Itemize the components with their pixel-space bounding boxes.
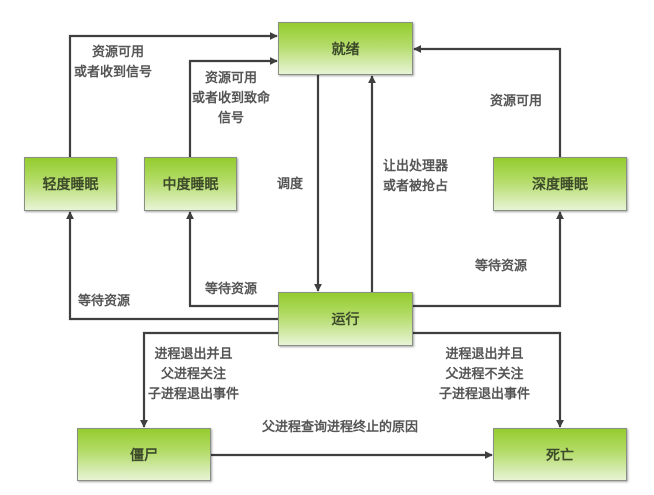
edge-medium-to-ready xyxy=(188,57,278,157)
node-ready: 就绪 xyxy=(278,22,413,75)
node-zombie: 僵尸 xyxy=(77,428,211,481)
label-line: 调度 xyxy=(277,177,304,192)
node-dead: 死亡 xyxy=(493,428,627,481)
node-deep-sleep: 深度睡眠 xyxy=(493,157,627,211)
node-running: 运行 xyxy=(278,292,413,346)
label-line: 资源可用 xyxy=(92,45,145,60)
node-zombie-label: 僵尸 xyxy=(130,447,158,464)
node-ready-label: 就绪 xyxy=(331,41,360,58)
edge-running-to-light xyxy=(66,211,278,321)
edge-label-running-to-dead: 进程退出并且 父进程不关注 子进程退出事件 xyxy=(439,345,530,405)
node-medium-sleep-label: 中度睡眠 xyxy=(162,177,219,193)
edge-label-running-to-medium: 等待资源 xyxy=(205,280,257,300)
label-line: 子进程退出事件 xyxy=(439,387,531,402)
label-line: 进程退出并且 xyxy=(154,347,233,362)
edge-running-to-medium xyxy=(186,211,278,308)
edge-label-zombie-to-dead: 父进程查询进程终止的原因 xyxy=(262,418,418,438)
edge-light-to-ready xyxy=(68,32,278,157)
label-line: 或者被抢占 xyxy=(383,179,449,194)
node-medium-sleep: 中度睡眠 xyxy=(144,157,237,211)
edge-label-running-to-light: 等待资源 xyxy=(78,292,130,312)
node-running-label: 运行 xyxy=(331,312,360,328)
label-line: 父进程查询进程终止的原因 xyxy=(262,420,419,435)
label-line: 等待资源 xyxy=(475,259,528,274)
edge-running-to-dead xyxy=(413,331,564,428)
label-line: 让出处理器 xyxy=(383,159,449,174)
label-line: 等待资源 xyxy=(78,294,131,309)
edge-running-to-deep xyxy=(413,211,564,308)
label-line: 信号 xyxy=(218,111,245,126)
edge-label-medium-to-ready: 资源可用 或者收到致命 信号 xyxy=(192,69,270,129)
edge-label-running-to-deep: 等待资源 xyxy=(475,257,527,277)
edge-label-running-to-zombie: 进程退出并且 父进程关注 子进程退出事件 xyxy=(148,345,239,405)
label-line: 或者收到信号 xyxy=(74,65,153,80)
label-line: 进程退出并且 xyxy=(445,347,524,362)
label-line: 父进程关注 xyxy=(161,367,227,382)
node-deep-sleep-label: 深度睡眠 xyxy=(532,177,588,193)
edge-running-to-zombie xyxy=(140,331,278,428)
label-line: 子进程退出事件 xyxy=(148,387,240,402)
label-line: 资源可用 xyxy=(205,71,258,86)
node-dead-label: 死亡 xyxy=(546,447,574,464)
edge-label-light-to-ready: 资源可用 或者收到信号 xyxy=(74,43,152,83)
label-line: 等待资源 xyxy=(205,282,258,297)
edge-deep-to-ready xyxy=(413,45,562,157)
node-light-sleep-label: 轻度睡眠 xyxy=(42,177,99,193)
label-line: 资源可用 xyxy=(490,94,543,109)
edge-label-ready-to-running: 调度 xyxy=(277,175,303,195)
edge-label-running-to-ready: 让出处理器 或者被抢占 xyxy=(383,157,448,197)
label-line: 或者收到致命 xyxy=(192,91,271,106)
edge-label-deep-to-ready: 资源可用 xyxy=(490,92,542,112)
node-light-sleep: 轻度睡眠 xyxy=(24,157,117,211)
label-line: 父进程不关注 xyxy=(445,367,524,382)
